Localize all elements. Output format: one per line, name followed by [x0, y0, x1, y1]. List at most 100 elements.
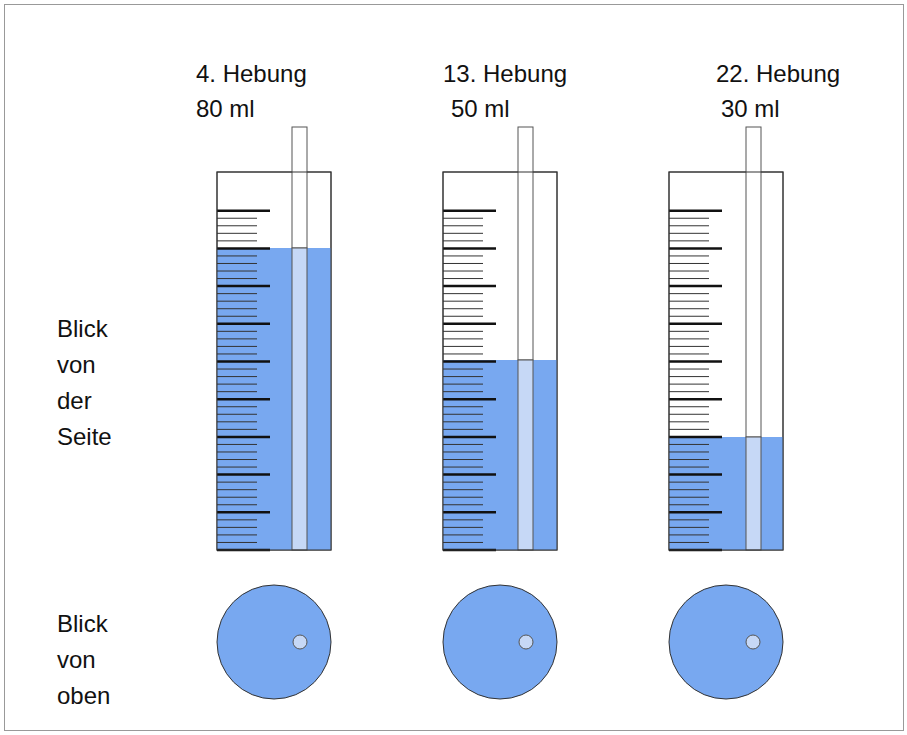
minor-tick [217, 444, 257, 445]
minor-tick [443, 263, 483, 264]
minor-tick [669, 271, 709, 272]
minor-tick [217, 542, 257, 543]
water [669, 437, 783, 550]
major-tick [217, 247, 270, 250]
minor-tick [669, 406, 709, 407]
cylinder-border [217, 172, 331, 550]
minor-tick [443, 406, 483, 407]
minor-tick [669, 369, 709, 370]
minor-tick [217, 301, 257, 302]
minor-tick [217, 293, 257, 294]
minor-tick [443, 301, 483, 302]
minor-tick [217, 527, 257, 528]
minor-tick [217, 384, 257, 385]
major-tick [669, 473, 722, 476]
minor-tick [669, 384, 709, 385]
minor-tick [217, 331, 257, 332]
minor-tick [217, 346, 257, 347]
minor-tick [443, 444, 483, 445]
major-tick [217, 436, 270, 439]
minor-tick [443, 376, 483, 377]
major-tick [443, 209, 496, 212]
tube-empty [746, 127, 761, 437]
frame [5, 5, 904, 731]
minor-tick [217, 391, 257, 392]
minor-tick [443, 527, 483, 528]
major-tick [217, 511, 270, 514]
major-tick [217, 473, 270, 476]
cylinder-border [443, 172, 557, 550]
minor-tick [669, 353, 709, 354]
view-label: Blick von der Seite [57, 311, 132, 455]
minor-tick [443, 316, 483, 317]
minor-tick [217, 338, 257, 339]
minor-tick [443, 421, 483, 422]
volume-label: 50 ml [451, 91, 510, 126]
minor-tick [217, 421, 257, 422]
minor-tick [217, 255, 257, 256]
minor-tick [217, 316, 257, 317]
minor-tick [443, 519, 483, 520]
tube-filled [746, 437, 761, 550]
major-tick [217, 285, 270, 288]
minor-tick [217, 369, 257, 370]
minor-tick [217, 497, 257, 498]
major-tick [443, 360, 496, 363]
tube-empty [518, 127, 533, 360]
top-views [217, 585, 783, 699]
minor-tick [443, 391, 483, 392]
minor-tick [443, 414, 483, 415]
minor-tick [217, 482, 257, 483]
minor-tick [443, 482, 483, 483]
minor-tick [217, 429, 257, 430]
minor-tick [217, 414, 257, 415]
step-label: 22. Hebung [716, 56, 840, 91]
view-label: Blick von oben [57, 606, 132, 714]
major-tick [669, 511, 722, 514]
minor-tick [443, 218, 483, 219]
minor-tick [217, 504, 257, 505]
minor-tick [443, 497, 483, 498]
major-tick [443, 323, 496, 326]
major-tick [669, 436, 722, 439]
minor-tick [669, 534, 709, 535]
major-tick [443, 285, 496, 288]
minor-tick [669, 293, 709, 294]
major-tick [669, 323, 722, 326]
minor-tick [217, 459, 257, 460]
minor-tick [669, 519, 709, 520]
minor-tick [669, 308, 709, 309]
major-tick [443, 511, 496, 514]
minor-tick [443, 504, 483, 505]
minor-tick [443, 308, 483, 309]
major-tick [669, 285, 722, 288]
tube-filled [292, 248, 307, 550]
minor-tick [443, 534, 483, 535]
minor-tick [669, 255, 709, 256]
minor-tick [669, 338, 709, 339]
minor-tick [443, 293, 483, 294]
minor-tick [669, 444, 709, 445]
cylinder-border [669, 172, 783, 550]
minor-tick [443, 384, 483, 385]
tube-empty [292, 127, 307, 248]
minor-tick [669, 527, 709, 528]
minor-tick [217, 263, 257, 264]
minor-tick [669, 504, 709, 505]
major-tick [217, 360, 270, 363]
minor-tick [217, 308, 257, 309]
cylinder-outline [217, 172, 331, 550]
minor-tick [443, 255, 483, 256]
minor-tick [443, 240, 483, 241]
minor-tick [669, 414, 709, 415]
minor-tick [669, 482, 709, 483]
minor-tick [669, 467, 709, 468]
minor-tick [669, 240, 709, 241]
minor-tick [669, 301, 709, 302]
major-tick [443, 247, 496, 250]
minor-tick [443, 278, 483, 279]
minor-tick [669, 316, 709, 317]
minor-tick [217, 534, 257, 535]
water [443, 360, 557, 550]
